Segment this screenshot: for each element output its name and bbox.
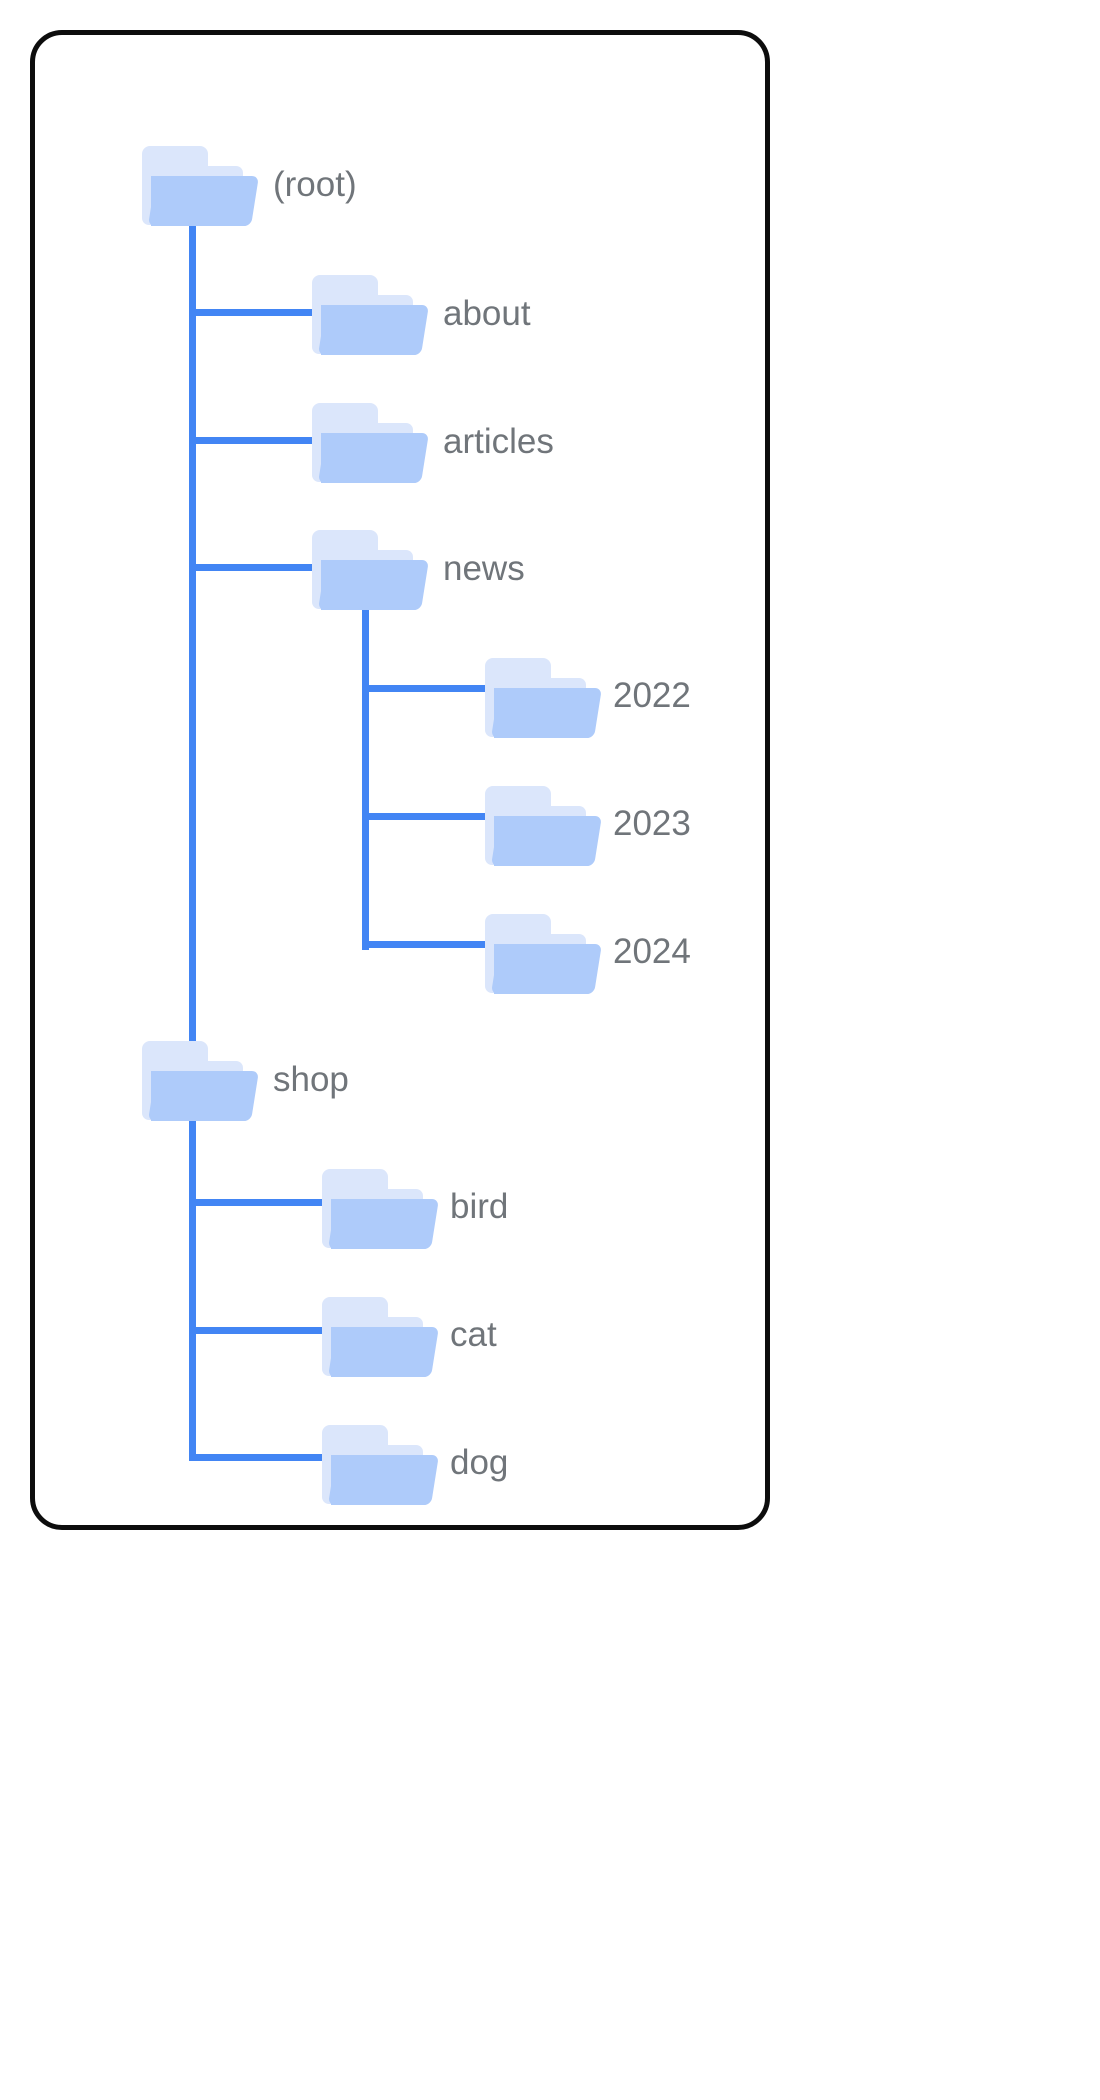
- folder-icon: [320, 1291, 439, 1377]
- connector-br-2022: [362, 685, 490, 692]
- folder-icon-front2: [331, 1199, 431, 1249]
- tree-node-cat[interactable]: cat: [320, 1291, 497, 1377]
- connector-trunk-shop: [189, 1105, 196, 1457]
- tree-node-articles[interactable]: articles: [310, 397, 554, 485]
- folder-icon-front2: [151, 1071, 251, 1121]
- tree-node-dog[interactable]: dog: [320, 1419, 508, 1505]
- connector-trunk-root: [189, 210, 196, 1045]
- folder-icon: [483, 780, 602, 866]
- tree-node-bird[interactable]: bird: [320, 1163, 508, 1249]
- tree-node-2022[interactable]: 2022: [483, 652, 691, 738]
- folder-icon-front2: [321, 560, 421, 610]
- connector-trunk-news: [362, 595, 369, 950]
- node-label-root: (root): [273, 164, 357, 204]
- connector-br-cat: [189, 1327, 323, 1334]
- node-label-cat: cat: [450, 1314, 497, 1354]
- folder-icon-front2: [321, 433, 421, 483]
- folder-icon: [140, 1035, 259, 1123]
- tree-node-2023[interactable]: 2023: [483, 780, 691, 866]
- tree-node-shop[interactable]: shop: [140, 1035, 349, 1123]
- node-label-about: about: [443, 293, 531, 333]
- folder-icon: [483, 652, 602, 738]
- node-label-articles: articles: [443, 421, 554, 461]
- folder-icon-front2: [494, 944, 594, 994]
- folder-icon: [310, 269, 429, 357]
- connector-br-news: [189, 564, 313, 571]
- folder-tree: (root) about articles news 2022 2023 2024 shop b…: [35, 35, 775, 1535]
- folder-icon-front2: [494, 816, 594, 866]
- connector-br-dog: [189, 1454, 323, 1461]
- connector-br-2023: [362, 813, 490, 820]
- tree-node-news[interactable]: news: [310, 524, 525, 612]
- connector-br-about: [189, 309, 313, 316]
- folder-icon-front2: [331, 1455, 431, 1505]
- folder-icon: [320, 1419, 439, 1505]
- folder-icon-front2: [151, 176, 251, 226]
- tree-node-root[interactable]: (root): [140, 140, 357, 228]
- node-label-shop: shop: [273, 1059, 349, 1099]
- tree-node-about[interactable]: about: [310, 269, 531, 357]
- connector-br-bird: [189, 1199, 323, 1206]
- node-label-bird: bird: [450, 1186, 509, 1226]
- folder-icon: [310, 397, 429, 485]
- folder-icon-front2: [494, 688, 594, 738]
- folder-icon: [140, 140, 259, 228]
- node-label-dog: dog: [450, 1442, 509, 1482]
- node-label-news: news: [443, 548, 525, 588]
- folder-icon: [320, 1163, 439, 1249]
- folder-icon: [310, 524, 429, 612]
- node-label-2024: 2024: [613, 931, 691, 971]
- tree-node-2024[interactable]: 2024: [483, 908, 691, 994]
- folder-icon-front2: [331, 1327, 431, 1377]
- diagram-card: (root) about articles news 2022 2023 2024 shop b…: [30, 30, 770, 1530]
- connector-br-2024: [362, 941, 490, 948]
- node-label-2022: 2022: [613, 675, 691, 715]
- folder-icon-front2: [321, 305, 421, 355]
- node-label-2023: 2023: [613, 803, 691, 843]
- connector-br-articles: [189, 437, 313, 444]
- folder-icon: [483, 908, 602, 994]
